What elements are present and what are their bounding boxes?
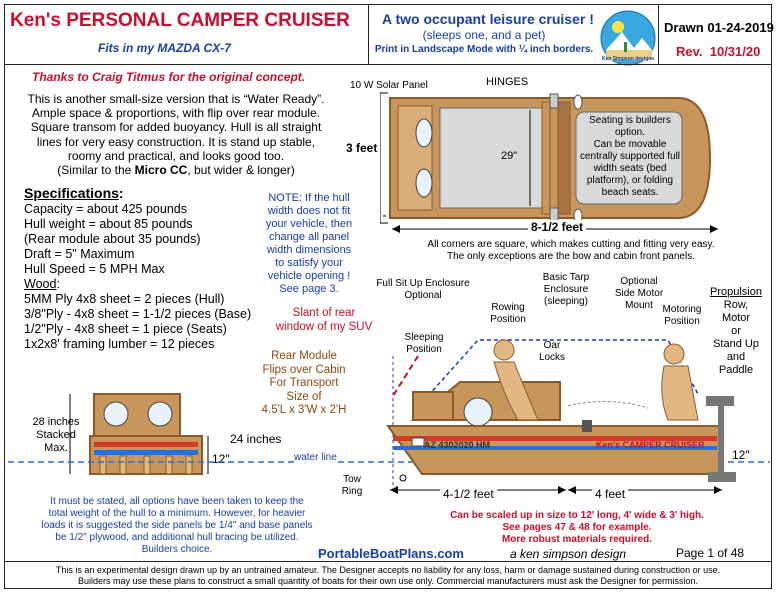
wood-item: 5MM Ply 4x8 sheet = 2 pieces (Hull) [24, 292, 225, 306]
revision: Rev. 10/31/20 [676, 44, 760, 59]
intro-line: roomy and practical, and looks good too. [67, 148, 285, 163]
corners-note: All corners are square, which makes cutt… [427, 239, 715, 262]
length-rear-label: 4 feet [592, 487, 629, 501]
length-label: 8-1/2 feet [528, 220, 587, 234]
specifications: Specifications: Capacity = about 425 pou… [24, 185, 252, 351]
drawn-date: Drawn 01-24-2019 [664, 20, 774, 35]
thanks-line: Thanks to Craig Titmus for the original … [32, 70, 306, 84]
registration-number: AZ 4302020 HM [424, 440, 491, 450]
legal-footer: This is an experimental design drawn up … [55, 565, 721, 586]
intro-line: (Similar to the Micro CC, but wider & lo… [57, 163, 295, 178]
stacked-module-drawing [69, 393, 209, 475]
page-number: Page 1 of 48 [676, 546, 745, 560]
width-label: 3 feet [346, 141, 378, 155]
spec-item: Hull weight = about 85 pounds [24, 217, 193, 231]
logo-caption: Ken Simpson designs [601, 56, 655, 62]
spec-item: (Rear module about 35 pounds) [24, 232, 201, 246]
waterline-12-right: 12" [732, 448, 750, 462]
length-front-label: 4-1/2 feet [440, 487, 497, 501]
rev-label: Rev. [676, 44, 703, 59]
tagline: A two occupant leisure cruiser ! [382, 11, 594, 27]
designer-credit: a ken simpson design [510, 547, 627, 561]
wood-item: 3/8"Ply - 4x8 sheet = 1-1/2 pieces (Base… [24, 307, 252, 321]
intro-line: lines for very easy construction. It is … [36, 134, 316, 149]
page-title: Ken's PERSONAL CAMPER CRUISER [10, 10, 350, 31]
intro-line: This is another small-size version that … [27, 92, 325, 106]
hinges-label: HINGES [486, 76, 529, 88]
designer-logo [600, 10, 656, 66]
spec-item: Capacity = about 425 pounds [24, 202, 187, 216]
rev-date: 10/31/20 [709, 44, 761, 59]
wood-item: 1/2"Ply - 4x8 sheet = 1 piece (Seats) [24, 322, 227, 336]
solar-panel-label: 10 W Solar Panel [350, 80, 428, 91]
intro-paragraph: This is another small-size version that … [12, 92, 340, 177]
fits-vehicle: Fits in my MAZDA CX-7 [98, 41, 231, 55]
hull-name: Ken's CAMPER CRUISER [596, 440, 705, 450]
height-24-label: 24 inches [230, 432, 282, 446]
wood-heading: Wood [24, 277, 57, 291]
page-border [4, 4, 772, 589]
print-note: Print in Landscape Mode with ¼ inch bord… [374, 44, 594, 55]
side-view-drawing [8, 339, 770, 494]
seat-width-label: 29" [501, 150, 518, 162]
waterline-label: water line [294, 452, 337, 464]
spec-item: Hull Speed = 5 MPH Max [24, 262, 165, 276]
waterline-12-left: 12" [212, 452, 230, 466]
scale-note: Can be scaled up in size to 12' long, 4'… [450, 510, 704, 545]
top-view-drawing [380, 92, 712, 224]
spec-heading: Specifications [24, 185, 119, 201]
intro-line: Ample space & proportions, with flip ove… [31, 106, 321, 121]
intro-line: Square transom for added buoyancy. Hull … [30, 120, 322, 135]
sleeps-note: (sleeps one, and a pet) [422, 28, 546, 42]
disclaimer-note: It must be stated, all options have been… [41, 496, 313, 555]
website-link[interactable]: PortableBoatPlans.com [318, 546, 464, 561]
wood-item: 1x2x8' framing lumber = 12 pieces [24, 337, 215, 351]
spec-item: Draft = 5" Maximum [24, 247, 135, 261]
